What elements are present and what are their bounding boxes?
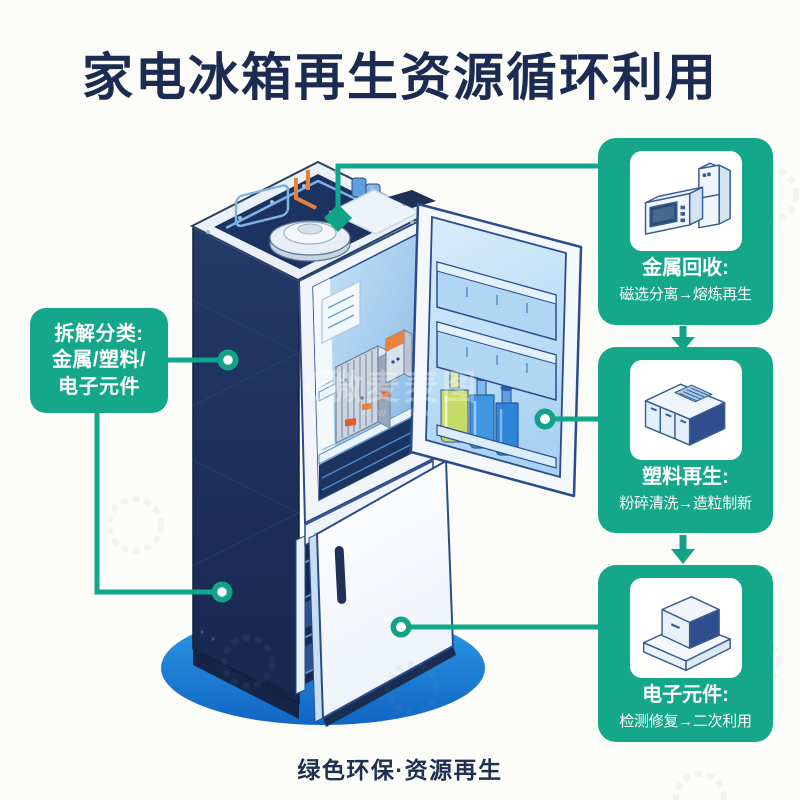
label-line-1: 拆解分类:: [54, 322, 144, 345]
step-electronics-detail: 检测修复→二次利用: [619, 713, 752, 730]
step-plastic-detail: 粉碎清洗→造粒制新: [619, 495, 752, 512]
connector-markers: [211, 204, 556, 638]
freezer-door: [308, 460, 456, 727]
connector-left-lower: [94, 413, 222, 595]
base-platform: [161, 611, 485, 725]
label-line-3: 电子元件: [58, 375, 140, 398]
step-metal-icon-card: [629, 151, 742, 251]
bottles: [440, 364, 519, 456]
connector-top: [335, 163, 598, 218]
step-plastic-icon-card: [629, 360, 742, 460]
watermark-url: w w . d a: [360, 407, 431, 419]
dot-marker-freezer: [390, 616, 412, 638]
green-bottle: [440, 364, 469, 443]
dot-marker-side-upper: [217, 349, 239, 371]
cabinet-side-panel: [192, 225, 300, 719]
arrow-head-2: [671, 549, 695, 564]
step-electronics-icon-card: [629, 578, 742, 678]
step-plastic-regeneration: 塑料再生: 粉碎清洗→造粒制新: [598, 347, 773, 533]
door-hinge: [388, 190, 436, 208]
freezer-door-handle: [334, 546, 347, 604]
footer-slogan: 绿色环保·资源再生: [297, 757, 503, 783]
fridge-door-open: [409, 202, 583, 498]
watermark-text: 微麦麦图: [327, 369, 480, 407]
recycling-cabinet-icon: [644, 383, 725, 446]
door-shelf-bins: [436, 261, 557, 469]
center-watermark: 微麦麦图 w w . d a: [306, 369, 480, 419]
connector-lines: [94, 163, 598, 630]
step-electronic-components: 电子元件: 检测修复→二次利用: [598, 565, 773, 742]
microwave-and-fridge-icon: [644, 162, 731, 235]
blue-bottle-2: [495, 384, 519, 456]
label-line-2: 金属/塑料/: [51, 349, 147, 372]
label-disassembly: 拆解分类: 金属/塑料/ 电子元件: [30, 308, 168, 413]
blue-bottle-1: [469, 374, 495, 449]
fridge-top-compressor: [189, 160, 436, 282]
fridge-feet: [196, 650, 288, 702]
step-metal-recycling: 金属回收: 磁选分离→熔炼再生: [598, 138, 773, 325]
arrow-shaft-1: [679, 326, 687, 338]
freezer-compartment: [295, 481, 433, 695]
page-title: 家电冰箱再生资源循环利用: [81, 49, 718, 106]
diamond-marker: [324, 204, 352, 232]
step-metal-detail: 磁选分离→熔炼再生: [619, 286, 752, 303]
step-plastic-title: 塑料再生:: [642, 466, 729, 488]
dot-marker-side-lower: [211, 581, 233, 603]
step-electronics-title: 电子元件:: [642, 684, 729, 706]
dot-marker-door: [534, 408, 556, 430]
step-metal-title: 金属回收:: [642, 257, 729, 279]
fridge-interior: [297, 215, 435, 547]
arrow-shaft-2: [679, 535, 687, 550]
component-box-on-pallet-icon: [642, 595, 731, 672]
